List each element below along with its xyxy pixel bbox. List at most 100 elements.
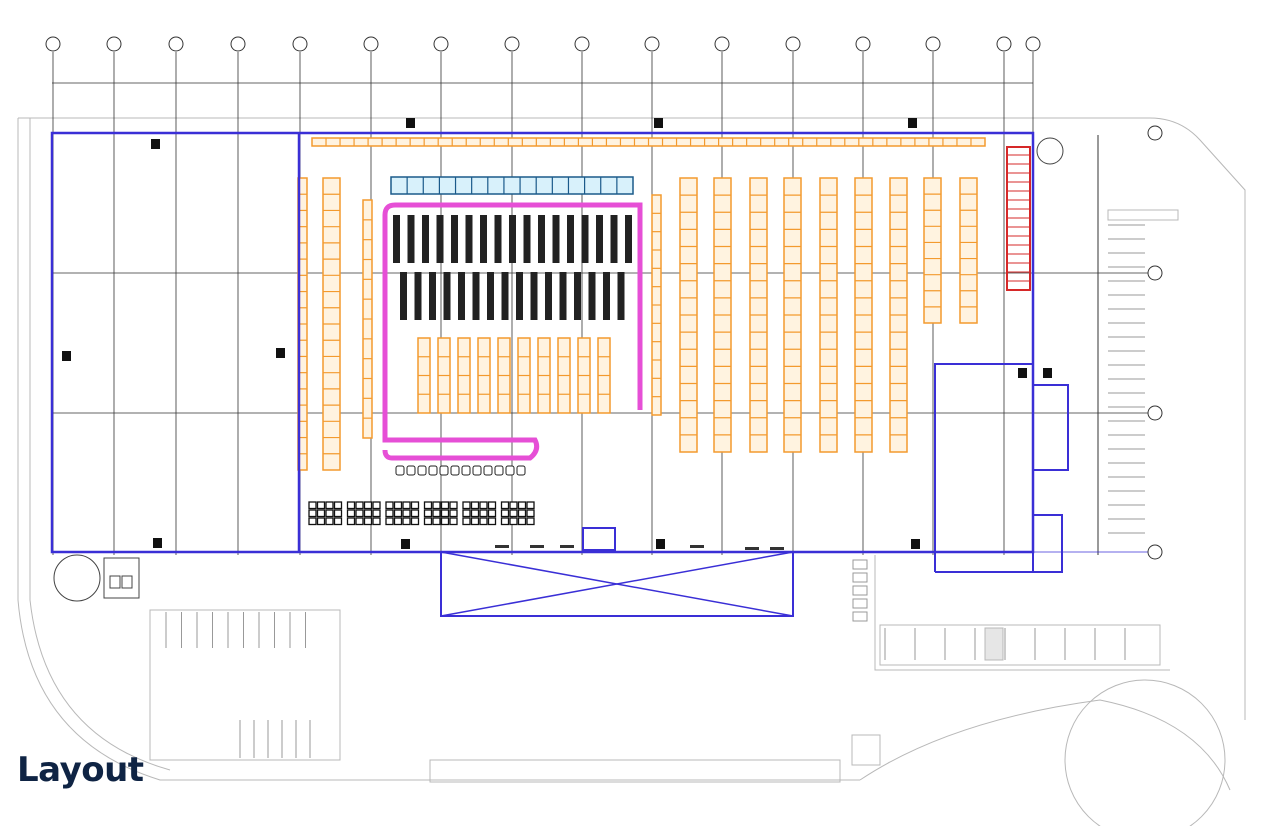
bin	[439, 465, 449, 476]
workstation	[500, 509, 510, 518]
workstation	[487, 501, 497, 510]
workstation	[432, 509, 441, 518]
grid-bubble	[106, 36, 122, 52]
workstation	[346, 517, 356, 526]
workstation	[517, 509, 527, 518]
bin	[406, 465, 416, 476]
bin	[417, 465, 427, 476]
door-tags	[62, 118, 1052, 550]
shelving-unit	[552, 215, 560, 263]
workstation	[316, 509, 326, 518]
workstation	[500, 501, 510, 510]
workstation	[479, 501, 488, 510]
parking-stall	[852, 598, 868, 609]
site-features	[53, 137, 1064, 602]
parking-stall	[852, 559, 868, 570]
dock-door	[745, 547, 759, 550]
door-tag	[654, 118, 663, 128]
shelving-unit	[436, 215, 444, 263]
workstation	[385, 509, 394, 518]
workstation	[372, 501, 381, 510]
parking-stalls	[165, 224, 1145, 758]
workstation	[333, 517, 343, 526]
workstation	[410, 517, 420, 526]
grid-bubble	[785, 36, 801, 52]
shelving-unit	[530, 272, 538, 320]
workstation	[308, 501, 317, 510]
grid-bubble	[996, 36, 1012, 52]
shelving-units	[308, 215, 632, 526]
workstation	[462, 517, 471, 526]
bin	[395, 465, 405, 476]
workstation	[316, 517, 326, 526]
grid-bubble	[925, 36, 941, 52]
workstation	[385, 501, 394, 510]
workstation	[346, 501, 356, 510]
workstation	[432, 501, 441, 510]
pallet-rack	[923, 177, 942, 324]
workstation	[462, 501, 471, 510]
dock-door	[495, 545, 509, 548]
page-title: Layout	[17, 750, 144, 790]
shelving-unit	[472, 272, 480, 320]
bin	[494, 465, 504, 476]
workstation	[325, 501, 334, 510]
workstation	[372, 509, 381, 518]
parking-stall	[852, 611, 868, 622]
workstation	[509, 517, 518, 526]
grid-bubble	[45, 36, 61, 52]
shelving-unit	[393, 215, 400, 263]
shelving-unit	[545, 272, 552, 320]
site-outline	[17, 117, 1246, 826]
shelving-unit	[567, 215, 574, 263]
workstation	[449, 501, 458, 510]
workstation	[308, 517, 317, 526]
workstation	[517, 501, 527, 510]
dock-door	[690, 545, 704, 548]
grid-bubble	[1147, 125, 1163, 141]
bin	[461, 465, 471, 476]
shelving-unit	[581, 215, 589, 263]
workstation	[355, 517, 364, 526]
door-tag	[62, 351, 71, 361]
workstation	[363, 509, 373, 518]
shelving-unit	[516, 272, 523, 320]
bin	[483, 465, 493, 476]
shelving-unit	[596, 215, 603, 263]
bin	[428, 465, 438, 476]
dock-door	[770, 547, 784, 550]
shelving-unit	[610, 215, 618, 263]
grid-bubble	[1147, 544, 1163, 560]
shelving-unit	[617, 272, 625, 320]
workstation	[526, 509, 535, 518]
pallet-racks	[297, 137, 1031, 471]
door-tag	[401, 539, 410, 549]
workstation	[440, 501, 450, 510]
shelving-unit	[574, 272, 581, 320]
door-tag	[276, 348, 285, 358]
workstation	[402, 517, 411, 526]
grid-bubble	[714, 36, 730, 52]
workstation	[385, 517, 394, 526]
bin	[505, 465, 515, 476]
workstation	[308, 509, 317, 518]
shelving-unit	[487, 272, 494, 320]
workstation	[462, 509, 471, 518]
grid-bubble	[1025, 36, 1041, 52]
door-tag	[1018, 368, 1027, 378]
shelving-unit	[451, 215, 458, 263]
workstation	[526, 517, 535, 526]
shelving-unit	[465, 215, 473, 263]
shelving-unit	[443, 272, 451, 320]
door-tag	[151, 139, 160, 149]
workstation	[325, 517, 334, 526]
grid-bubble	[644, 36, 660, 52]
workstation	[440, 509, 450, 518]
door-tag	[656, 539, 665, 549]
workstation	[316, 501, 326, 510]
door-tag	[911, 539, 920, 549]
shelving-unit	[538, 215, 545, 263]
shelving-unit	[501, 272, 509, 320]
grid-bubble	[292, 36, 308, 52]
